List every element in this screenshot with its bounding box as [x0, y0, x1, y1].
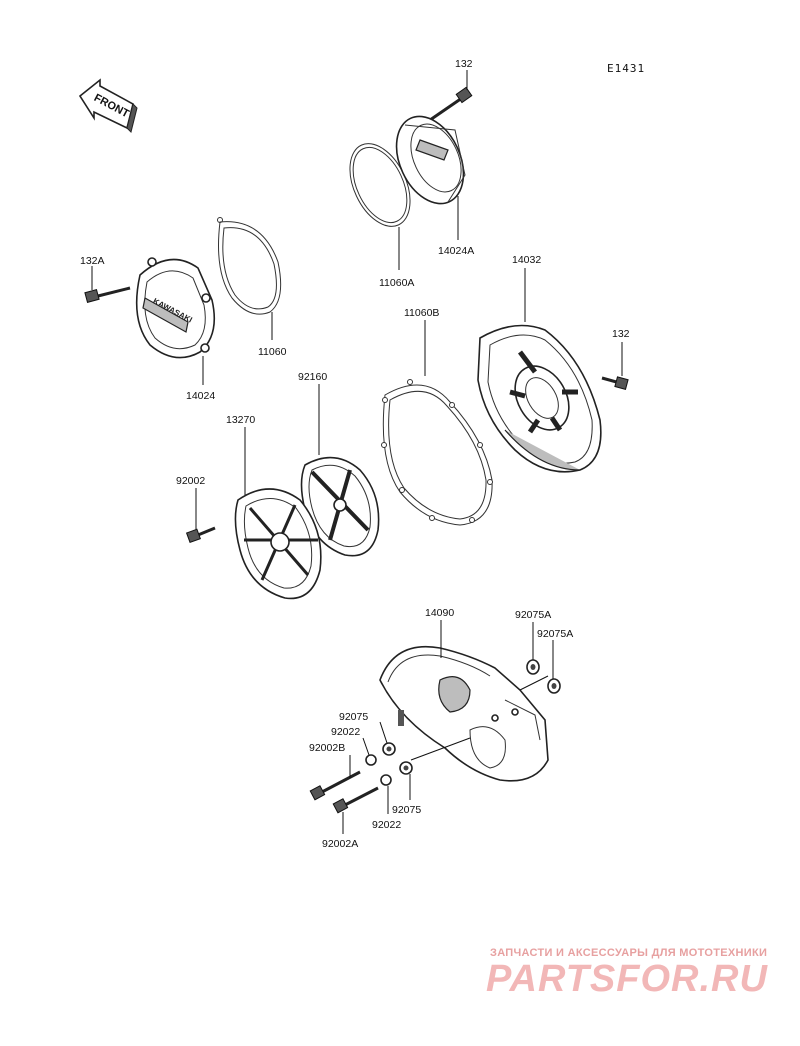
label-92075-left: 92075: [339, 711, 368, 723]
label-13270: 13270: [226, 414, 255, 426]
washer-92075-left: [382, 742, 396, 756]
label-14032: 14032: [512, 254, 541, 266]
washer-92075A-2: [547, 678, 561, 694]
gasket-11060: [218, 221, 282, 315]
bolt-92002A: [332, 786, 379, 814]
bolt-132-right: [601, 376, 629, 390]
part-13270: [234, 488, 322, 600]
watermark-logo: PARTSFOR.RU: [486, 958, 768, 1000]
cover-14024A: [395, 115, 466, 205]
washer-92075-right: [399, 761, 413, 775]
label-92002A: 92002A: [322, 838, 358, 850]
label-11060: 11060: [258, 346, 287, 358]
cover-14024: KAWASAKI: [135, 257, 216, 359]
label-14024A: 14024A: [438, 245, 474, 257]
front-arrow-icon: FRONT: [78, 78, 138, 133]
label-92002: 92002: [176, 475, 205, 487]
label-92022-right: 92022: [372, 819, 401, 831]
gasket-11060B: [382, 384, 493, 526]
label-92075A-1: 92075A: [515, 609, 551, 621]
label-132-top: 132: [455, 58, 473, 70]
label-11060B: 11060B: [404, 307, 439, 319]
label-14024: 14024: [186, 390, 215, 402]
label-92022-left: 92022: [331, 726, 360, 738]
label-14090: 14090: [425, 607, 454, 619]
label-132-right: 132: [612, 328, 630, 340]
cover-14032: [477, 324, 602, 473]
bolt-132-top: [429, 86, 473, 122]
label-92075-right: 92075: [392, 804, 421, 816]
label-11060A: 11060A: [379, 277, 414, 289]
label-92160: 92160: [298, 371, 327, 383]
bolt-92002B: [309, 770, 361, 801]
spacer-92022-right: [380, 774, 392, 786]
cover-14090: [379, 645, 549, 782]
label-132A: 132A: [80, 255, 105, 267]
diagram-code: E1431: [607, 62, 645, 75]
washer-92075A-1: [526, 659, 540, 675]
bolt-92002: [185, 526, 216, 544]
label-92002B: 92002B: [309, 742, 345, 754]
label-92075A-2: 92075A: [537, 628, 573, 640]
bolt-132A: [84, 286, 131, 303]
spacer-92022-left: [365, 754, 377, 766]
watermark-tagline: ЗАПЧАСТИ И АКСЕССУАРЫ ДЛЯ МОТОТЕХНИКИ: [490, 947, 768, 959]
